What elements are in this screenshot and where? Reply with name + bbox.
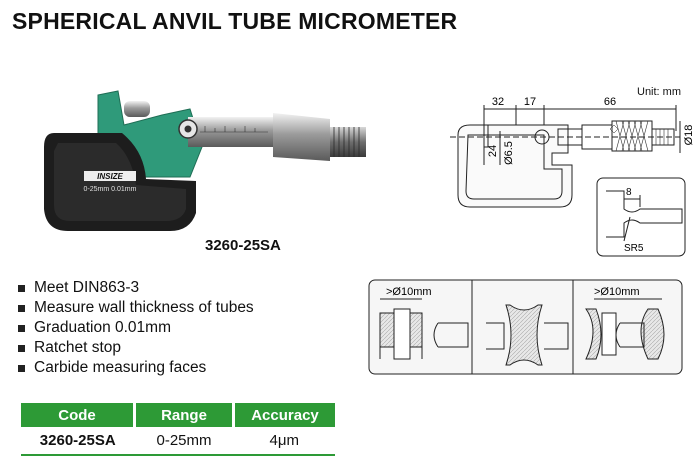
header-range: Range (134, 403, 235, 427)
header-accuracy: Accuracy (233, 403, 335, 427)
spec-table: Code Range Accuracy 3260-25SA 0-25mm 4μm (21, 403, 335, 456)
dim-24: 24 (487, 145, 499, 157)
frame-marking: 0-25mm 0.01mm (84, 186, 137, 193)
unit-label: Unit: mm (637, 86, 681, 98)
dim-32: 32 (492, 96, 504, 108)
brand-logo: INSIZE (97, 172, 123, 181)
dim-17: 17 (524, 96, 536, 108)
usage-diagram: >Ø10mm >Ø10mm (368, 279, 683, 375)
table-row: 3260-25SA 0-25mm 4μm (21, 427, 335, 456)
anvil-detail-drawing: 8 SR5 (596, 177, 686, 257)
detail-dim-sr5: SR5 (624, 243, 644, 254)
dim-diameter-18: Ø18 (683, 125, 695, 146)
dimension-drawing: 32 17 66 24 Ø6.5 Ø18 (450, 96, 695, 208)
usage-label-left: >Ø10mm (386, 286, 432, 298)
dim-diameter-6-5: Ø6.5 (503, 141, 515, 165)
feature-item: Ratchet stop (16, 338, 254, 358)
cell-accuracy: 4μm (233, 427, 335, 456)
usage-label-right: >Ø10mm (594, 286, 640, 298)
model-caption: 3260-25SA (205, 237, 281, 254)
feature-item: Meet DIN863-3 (16, 278, 254, 298)
feature-item: Carbide measuring faces (16, 358, 254, 378)
feature-list: Meet DIN863-3 Measure wall thickness of … (16, 278, 254, 378)
feature-item: Graduation 0.01mm (16, 318, 254, 338)
cell-range: 0-25mm (134, 427, 234, 456)
header-code: Code (21, 403, 136, 427)
detail-dim-8: 8 (626, 187, 632, 198)
micrometer-photo: INSIZE 0-25mm 0.01mm (44, 90, 366, 231)
cell-code: 3260-25SA (21, 427, 135, 456)
page-title: SPHERICAL ANVIL TUBE MICROMETER (12, 8, 458, 34)
feature-item: Measure wall thickness of tubes (16, 298, 254, 318)
dim-66: 66 (604, 96, 616, 108)
